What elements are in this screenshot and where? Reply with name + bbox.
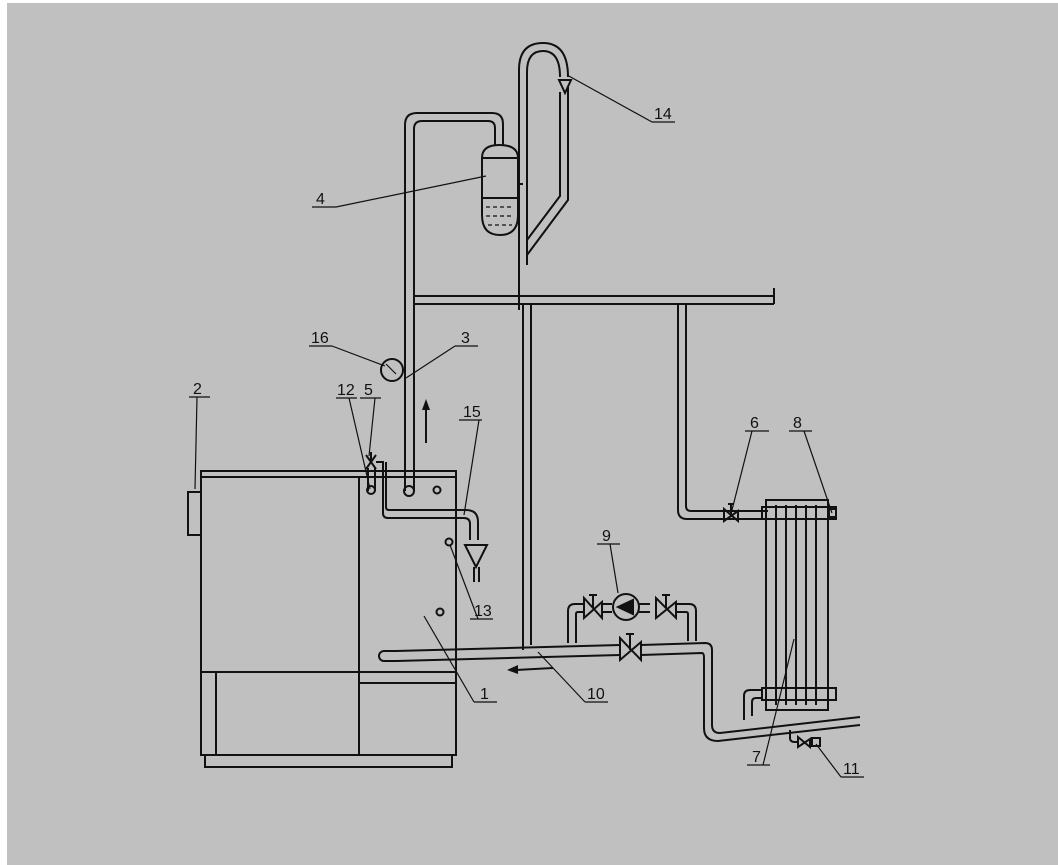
callout-labels: 1 2 3 4 5 6 7 8 9 10 11 12 13 14 15 16 bbox=[193, 106, 860, 778]
label-14: 14 bbox=[654, 106, 672, 123]
flow-arrow-return bbox=[507, 665, 554, 674]
callout-leaders bbox=[189, 74, 864, 778]
boiler-door-handle bbox=[187, 491, 202, 536]
label-1: 1 bbox=[480, 686, 489, 703]
label-6: 6 bbox=[750, 415, 759, 432]
supply-riser bbox=[403, 112, 775, 520]
sensor-port bbox=[432, 485, 442, 495]
diagram-background bbox=[7, 3, 1058, 865]
label-15: 15 bbox=[463, 404, 481, 421]
label-7: 7 bbox=[752, 749, 761, 766]
label-3: 3 bbox=[461, 330, 470, 347]
label-9: 9 bbox=[602, 528, 611, 545]
label-11: 11 bbox=[843, 761, 860, 778]
label-5: 5 bbox=[364, 382, 373, 399]
label-10: 10 bbox=[587, 686, 605, 703]
drain-valve bbox=[789, 730, 821, 750]
sensor-port bbox=[444, 537, 454, 547]
safety-valve-and-drain bbox=[365, 452, 489, 582]
return-line bbox=[395, 603, 861, 743]
pressure-gauge bbox=[380, 358, 405, 382]
label-2: 2 bbox=[193, 381, 202, 398]
bypass-valves-and-pump bbox=[583, 593, 677, 663]
label-16: 16 bbox=[311, 330, 329, 347]
circulation-pump bbox=[612, 593, 640, 621]
overflow-loop bbox=[518, 41, 573, 650]
label-12: 12 bbox=[337, 382, 355, 399]
sensor-port bbox=[435, 607, 445, 617]
label-8: 8 bbox=[793, 415, 802, 432]
flow-arrow-up bbox=[422, 399, 430, 443]
label-4: 4 bbox=[316, 191, 325, 208]
label-13: 13 bbox=[474, 603, 492, 620]
